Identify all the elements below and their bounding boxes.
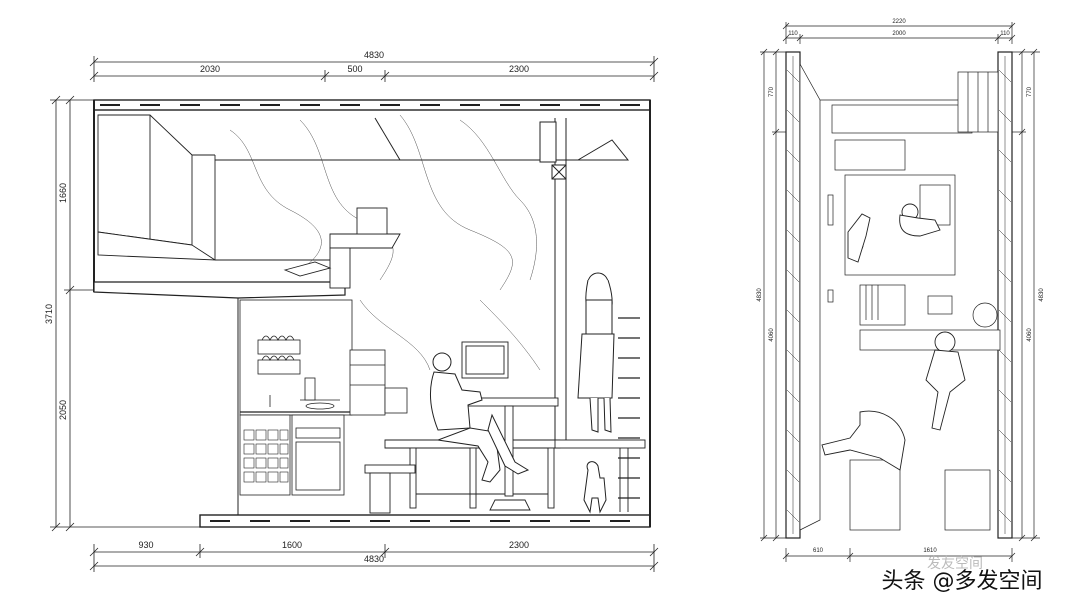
plan-right-lower-label: 4060 xyxy=(1027,328,1033,342)
section-bottom-seg2-label: 1600 xyxy=(282,540,302,550)
watermark-faint-text: 发友空间 xyxy=(927,556,983,572)
loft-bed xyxy=(97,114,620,261)
plan-top-seg1-label: 110 xyxy=(788,31,798,37)
central-column xyxy=(374,117,630,448)
section-top-seg2-label: 500 xyxy=(347,64,362,74)
section-top-seg1-label: 2030 xyxy=(200,64,220,74)
plan-left-lower-label: 4060 xyxy=(769,328,775,342)
standing-person xyxy=(577,272,615,433)
seated-person xyxy=(430,352,530,483)
section-bottom-seg3-label: 2300 xyxy=(509,540,529,550)
plan-top-seg3-label: 110 xyxy=(1000,31,1010,37)
plan-bottom-dimensions xyxy=(782,548,1016,562)
section-top-dimensions xyxy=(89,56,659,82)
plan-people xyxy=(821,203,966,471)
section-left-total-label: 3710 xyxy=(44,304,54,324)
section-left-dimensions xyxy=(50,95,200,532)
container-shell xyxy=(93,99,651,528)
section-top-seg3-label: 2300 xyxy=(509,64,529,74)
dog-figure xyxy=(583,461,607,514)
plan-bottom-seg2-label: 1610 xyxy=(923,548,937,554)
section-bottom-total-label: 4830 xyxy=(364,554,384,564)
plan-right-total-label: 4830 xyxy=(1039,288,1045,302)
plan-left-upper-label: 770 xyxy=(769,86,775,97)
wall-pegs xyxy=(618,317,640,499)
section-left-upper-label: 1660 xyxy=(58,183,68,203)
plan-walls xyxy=(785,51,1013,539)
wall-window xyxy=(461,341,509,379)
plan-left-total-label: 4830 xyxy=(757,288,763,302)
plan-bottom-seg1-label: 610 xyxy=(813,548,824,554)
section-drawing: 4830 2030 500 2300 1660 3710 2050 930 16… xyxy=(44,50,659,572)
section-top-total-label: 4830 xyxy=(364,50,384,60)
plan-right-upper-label: 770 xyxy=(1027,86,1033,97)
watermark-main-text: 头条 @多发空间 xyxy=(882,569,1043,594)
section-bottom-dimensions xyxy=(89,544,659,572)
plan-top-dimensions xyxy=(782,22,1016,44)
section-bottom-seg1-label: 930 xyxy=(138,540,153,550)
plan-drawing: 2220 110 2000 110 770 4830 4060 770 4830… xyxy=(757,19,1045,562)
watermark: 发友空间 头条 @多发空间 xyxy=(882,556,1043,594)
plan-left-dimensions xyxy=(760,48,786,542)
kitchen-unit xyxy=(239,299,408,496)
plan-top-seg2-label: 2000 xyxy=(892,31,906,37)
plan-right-dimensions xyxy=(1012,48,1040,542)
section-left-lower-label: 2050 xyxy=(58,400,68,420)
loft-shelf xyxy=(283,207,401,289)
plan-top-total-label: 2220 xyxy=(892,19,906,25)
